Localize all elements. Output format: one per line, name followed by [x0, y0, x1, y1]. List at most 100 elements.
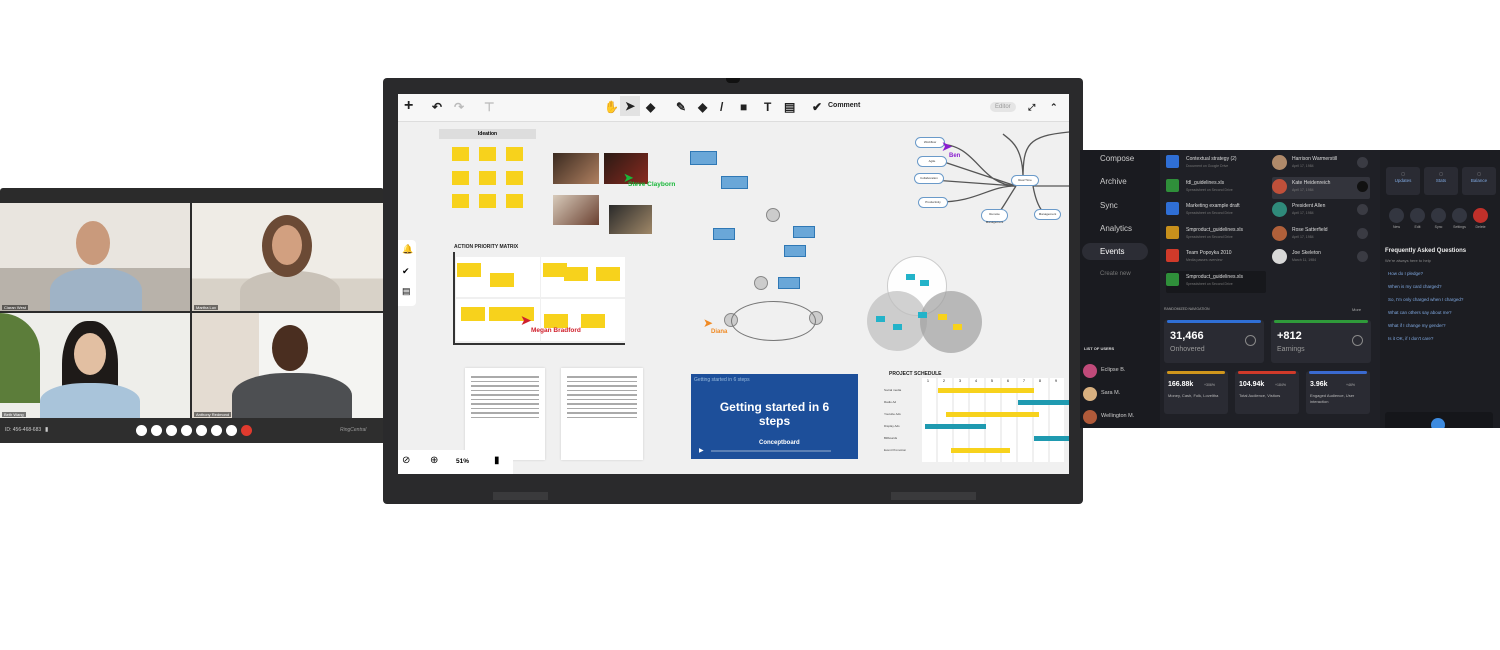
- line-icon[interactable]: /: [720, 100, 724, 114]
- sticky-note[interactable]: [457, 263, 481, 277]
- end-call-button[interactable]: [241, 425, 252, 436]
- info-icon[interactable]: [1245, 335, 1256, 346]
- record-button[interactable]: [211, 425, 222, 436]
- bell-icon[interactable]: 🔔: [402, 244, 414, 254]
- compass-icon[interactable]: ⊘: [402, 455, 411, 466]
- edit-action-button[interactable]: Edit: [1410, 208, 1425, 229]
- photo[interactable]: [604, 153, 648, 184]
- sticky-note[interactable]: [876, 316, 885, 322]
- chat-button[interactable]: [1431, 418, 1445, 428]
- sticky-note[interactable]: [938, 314, 947, 320]
- photo[interactable]: [553, 195, 599, 225]
- comment-icon[interactable]: ✔: [812, 100, 823, 114]
- flow-node[interactable]: [778, 277, 800, 289]
- sticky-note[interactable]: [452, 194, 469, 208]
- schedule-bar[interactable]: [946, 412, 1039, 417]
- flow-node[interactable]: [713, 228, 735, 240]
- document-page[interactable]: [465, 368, 545, 460]
- marker-icon[interactable]: ◆: [698, 100, 708, 114]
- delete-action-button[interactable]: Delete: [1473, 208, 1488, 229]
- faq-item[interactable]: When is my card charged?: [1388, 284, 1442, 289]
- list-user-name[interactable]: Eclipse B.: [1101, 367, 1126, 373]
- zoom-level[interactable]: 51%: [456, 458, 470, 465]
- sync-action-button[interactable]: Sync: [1431, 208, 1446, 229]
- sticky-note[interactable]: [479, 171, 496, 185]
- sticky-note[interactable]: [906, 274, 915, 280]
- sticky-note[interactable]: [479, 194, 496, 208]
- video-player[interactable]: Getting started in 6 steps Getting start…: [691, 374, 858, 459]
- nav-events[interactable]: Events: [1100, 247, 1125, 256]
- list-user-name[interactable]: Sara M.: [1101, 390, 1121, 396]
- quick-balance-button[interactable]: ◌Balance: [1462, 167, 1496, 195]
- file-row[interactable]: Contextual strategy (2)Document on Googl…: [1166, 153, 1266, 175]
- nav-create-new[interactable]: Create new: [1100, 271, 1131, 277]
- nav-archive[interactable]: Archive: [1100, 177, 1127, 186]
- schedule-bar[interactable]: [950, 448, 1010, 453]
- sticky-note[interactable]: [479, 147, 496, 161]
- mouse-icon[interactable]: ▮: [494, 455, 500, 466]
- flow-decision[interactable]: [766, 208, 780, 222]
- schedule-bar[interactable]: [1018, 400, 1069, 405]
- flow-node[interactable]: [721, 176, 748, 189]
- sticky-note[interactable]: [490, 273, 514, 287]
- sticky-note[interactable]: [452, 171, 469, 185]
- info-icon[interactable]: [1352, 335, 1363, 346]
- hand-icon[interactable]: ✋: [604, 100, 619, 114]
- fullscreen-icon[interactable]: ⤢: [1028, 102, 1036, 112]
- undo-icon[interactable]: ↶: [432, 100, 443, 114]
- participant-tile[interactable]: Anthony Redmond: [192, 313, 384, 418]
- sticky-note[interactable]: [506, 171, 523, 185]
- faq-item[interactable]: Is it OK, if I don't care?: [1388, 336, 1434, 341]
- flow-node[interactable]: [793, 226, 815, 238]
- faq-item[interactable]: So, I'm only charged when I charged?: [1388, 297, 1464, 302]
- mindmap-node[interactable]: Workflow: [915, 137, 945, 148]
- participants-button[interactable]: [181, 425, 192, 436]
- sticky-note[interactable]: [544, 314, 568, 328]
- faq-item[interactable]: How do I pledge?: [1388, 271, 1424, 276]
- participant-tile[interactable]: Martha Lux: [192, 203, 384, 311]
- sticky-note[interactable]: [953, 324, 962, 330]
- sticky-note[interactable]: [489, 307, 513, 321]
- photo[interactable]: [553, 153, 599, 184]
- text-icon[interactable]: T: [764, 100, 772, 114]
- faq-item[interactable]: What if I change my gender?: [1388, 323, 1446, 328]
- more-options-button[interactable]: [1357, 227, 1368, 239]
- video-progress[interactable]: [711, 450, 831, 452]
- play-icon[interactable]: ▶: [699, 448, 704, 454]
- participant-tile[interactable]: Ciaran West: [0, 203, 190, 311]
- schedule-bar[interactable]: [938, 388, 1034, 393]
- select-icon[interactable]: ➤: [620, 96, 641, 116]
- schedule-bar[interactable]: [1034, 436, 1069, 441]
- mindmap-node[interactable]: Management: [1034, 209, 1061, 220]
- shapes-icon[interactable]: ■: [740, 100, 748, 114]
- add-icon[interactable]: +: [404, 97, 414, 114]
- flow-node[interactable]: [690, 151, 717, 165]
- video-button[interactable]: [151, 425, 162, 436]
- mindmap-node[interactable]: Remote Management: [981, 209, 1008, 224]
- sticky-note[interactable]: [564, 267, 588, 281]
- more-options-button[interactable]: [1357, 204, 1368, 215]
- mindmap-node[interactable]: Collaboration: [914, 173, 944, 184]
- mindmap-node[interactable]: Agile: [917, 156, 947, 167]
- comment-button[interactable]: Comment: [828, 102, 861, 109]
- more-options-button[interactable]: [1357, 180, 1368, 192]
- nav-compose[interactable]: Compose: [1100, 154, 1135, 163]
- sticky-note[interactable]: [543, 263, 567, 277]
- sticky-note[interactable]: [461, 307, 485, 321]
- schedule-bar[interactable]: [925, 424, 986, 429]
- mindmap-center-node[interactable]: Real Time: [1011, 175, 1039, 186]
- list-icon[interactable]: ▤: [402, 286, 411, 296]
- sticky-note[interactable]: [893, 324, 902, 330]
- sticky-note-icon[interactable]: ▤: [784, 100, 796, 114]
- more-options-button[interactable]: [1357, 251, 1368, 262]
- sticky-note[interactable]: [918, 312, 927, 318]
- sticky-note[interactable]: [506, 194, 523, 208]
